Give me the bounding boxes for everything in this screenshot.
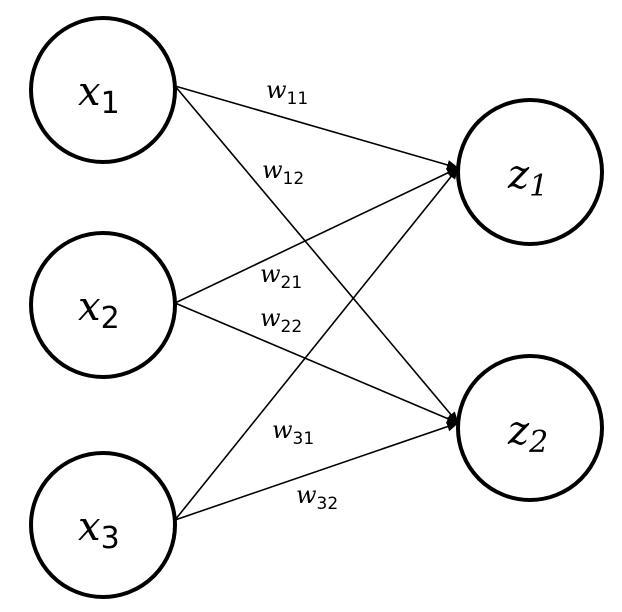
edge-x2-z2 [174, 302, 459, 424]
svg-text:z1: z1 [507, 152, 548, 204]
edge-x1-z2 [174, 85, 459, 424]
node-variable: z [507, 408, 530, 454]
input-node-x3: x3 [29, 451, 177, 599]
edge-x3-z1 [174, 167, 459, 521]
weight-label-w31: w31 [272, 416, 314, 449]
node-subscript: 2 [528, 425, 548, 460]
edge-x2-z1 [174, 167, 459, 304]
weight-label-w21: w21 [260, 260, 302, 293]
node-subscript: 3 [101, 521, 120, 556]
node-variable: z [507, 152, 530, 198]
weight-label-w22: w22 [260, 304, 302, 337]
node-variable: x [78, 284, 101, 330]
weight-label-w32: w32 [296, 481, 338, 514]
weight-label-w12: w12 [262, 156, 304, 189]
node-subscript: 1 [529, 169, 548, 204]
edge-x1-z1 [174, 85, 459, 170]
node-subscript: 1 [101, 86, 120, 121]
node-variable: x [78, 69, 101, 115]
node-subscript: 2 [101, 301, 120, 336]
output-node-z2: z2 [456, 354, 604, 502]
svg-text:x3: x3 [78, 504, 120, 556]
svg-text:z2: z2 [507, 408, 548, 460]
weight-label-w11: w11 [266, 76, 308, 109]
input-node-x2: x2 [29, 231, 177, 379]
svg-text:x2: x2 [78, 284, 120, 336]
svg-text:x1: x1 [78, 69, 120, 121]
node-variable: x [78, 504, 101, 550]
edge-x3-z2 [174, 421, 459, 521]
output-node-z1: z1 [456, 98, 604, 246]
input-node-x1: x1 [29, 16, 177, 164]
